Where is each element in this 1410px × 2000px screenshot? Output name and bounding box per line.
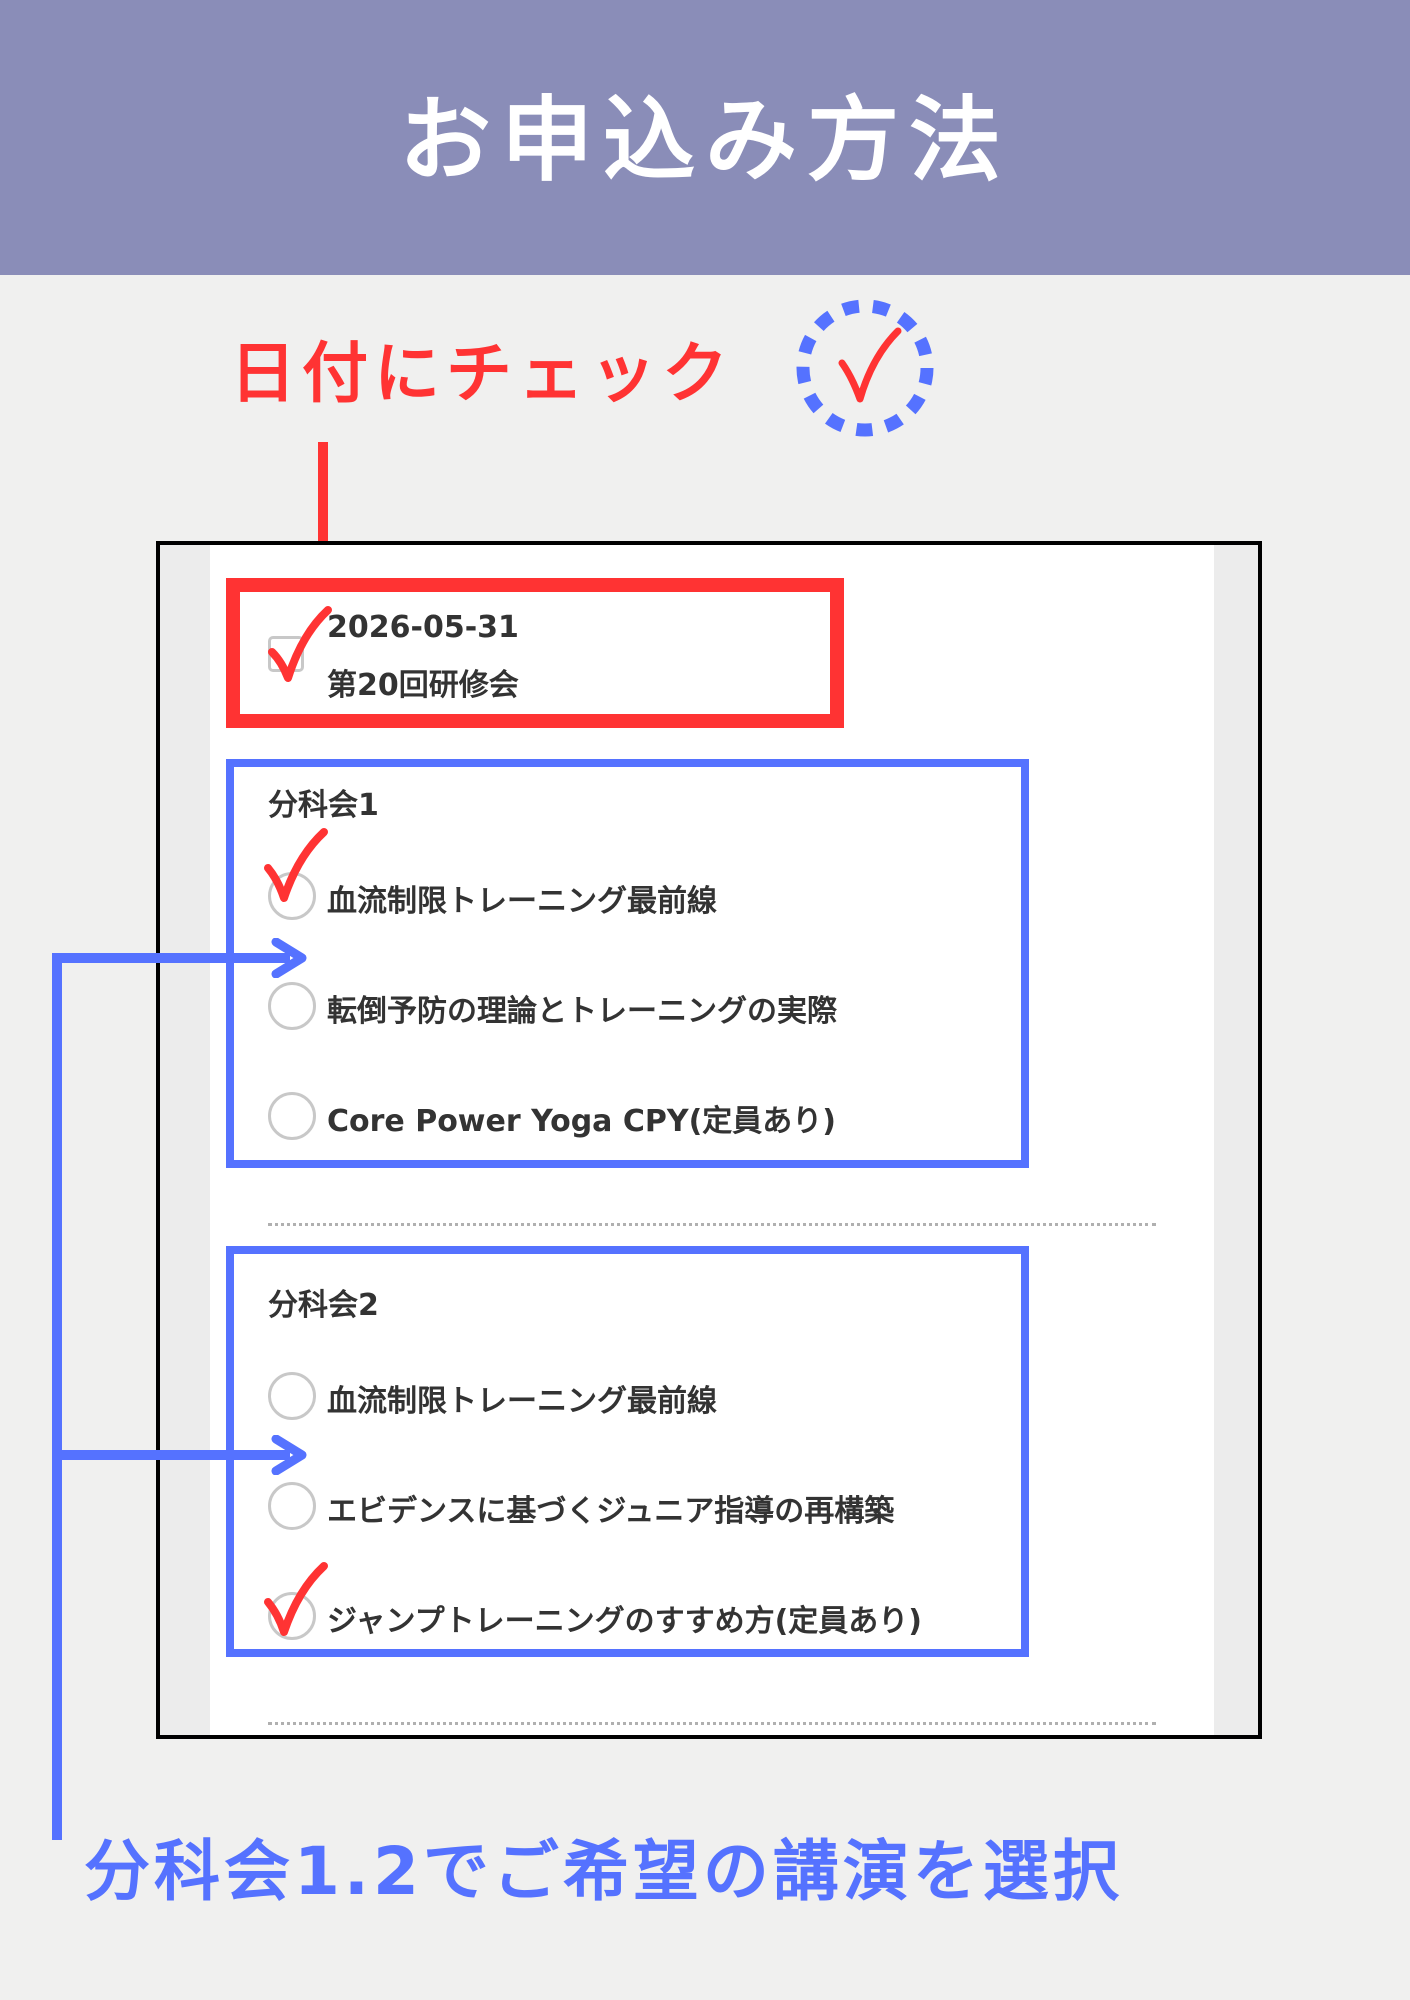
event-name: 第20回研修会 xyxy=(327,668,519,703)
group1-option2-radio[interactable] xyxy=(268,982,316,1030)
group1-title: 分科会1 xyxy=(268,788,379,823)
group2-option3-label[interactable]: ジャンプトレーニングのすすめ方(定員あり) xyxy=(327,1604,923,1639)
red-check-icon xyxy=(264,828,328,902)
selection-connector-vertical xyxy=(52,953,62,1840)
group2-option2-radio[interactable] xyxy=(268,1482,316,1530)
date-connector-line xyxy=(318,442,328,582)
event-date: 2026-05-31 xyxy=(327,610,519,645)
group2-option2-label[interactable]: エビデンスに基づくジュニア指導の再構築 xyxy=(327,1494,895,1529)
date-check-instruction: 日付にチェック xyxy=(230,335,734,412)
group1-option3-label[interactable]: Core Power Yoga CPY(定員あり) xyxy=(327,1104,837,1139)
group1-option1-label[interactable]: 血流制限トレーニング最前線 xyxy=(327,884,717,919)
dashed-circle-check-icon xyxy=(796,299,934,437)
section-divider xyxy=(268,1722,1156,1725)
group2-highlight-box xyxy=(226,1246,1029,1657)
group1-highlight-box xyxy=(226,759,1029,1168)
group1-option2-label[interactable]: 転倒予防の理論とトレーニングの実際 xyxy=(327,994,837,1029)
page-title: お申込み方法 xyxy=(398,87,1011,194)
group2-option1-label[interactable]: 血流制限トレーニング最前線 xyxy=(327,1384,717,1419)
event-highlight-box xyxy=(226,578,844,728)
header-banner: お申込み方法 xyxy=(0,0,1410,275)
section-divider xyxy=(268,1223,1156,1226)
group2-option1-radio[interactable] xyxy=(268,1372,316,1420)
group1-option3-radio[interactable] xyxy=(268,1092,316,1140)
session-select-instruction: 分科会1.2でご希望の講演を選択 xyxy=(84,1833,1123,1910)
group2-connector-horizontal xyxy=(52,1450,290,1460)
red-check-icon xyxy=(264,1562,328,1636)
arrow-right-icon xyxy=(271,938,307,978)
group2-option3-radio[interactable] xyxy=(268,1592,316,1640)
group2-title: 分科会2 xyxy=(268,1288,379,1323)
red-check-icon xyxy=(268,606,332,682)
group1-connector-horizontal xyxy=(52,953,290,963)
arrow-right-icon xyxy=(271,1435,307,1475)
